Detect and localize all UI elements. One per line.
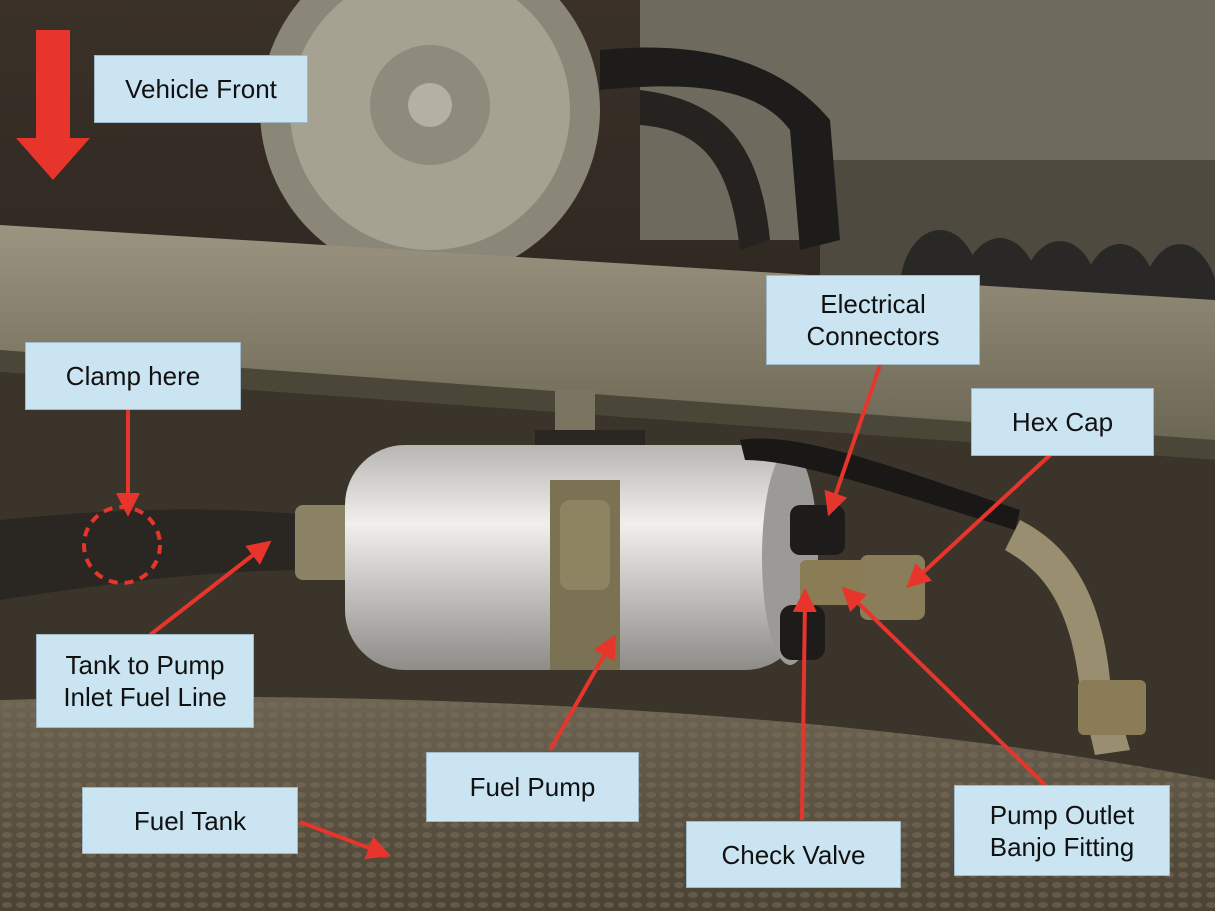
fuel-tank-label: Fuel Tank [82, 787, 298, 854]
tank-to-pump-label: Tank to Pump Inlet Fuel Line [36, 634, 254, 728]
electrical-connectors-label: Electrical Connectors [766, 275, 980, 365]
pump-outlet-label: Pump Outlet Banjo Fitting [954, 785, 1170, 876]
fuel-pump-label: Fuel Pump [426, 752, 639, 822]
clamp-here-label: Clamp here [25, 342, 241, 410]
vehicle-front-label: Vehicle Front [94, 55, 308, 123]
hex-cap-label: Hex Cap [971, 388, 1154, 456]
check-valve-label: Check Valve [686, 821, 901, 888]
